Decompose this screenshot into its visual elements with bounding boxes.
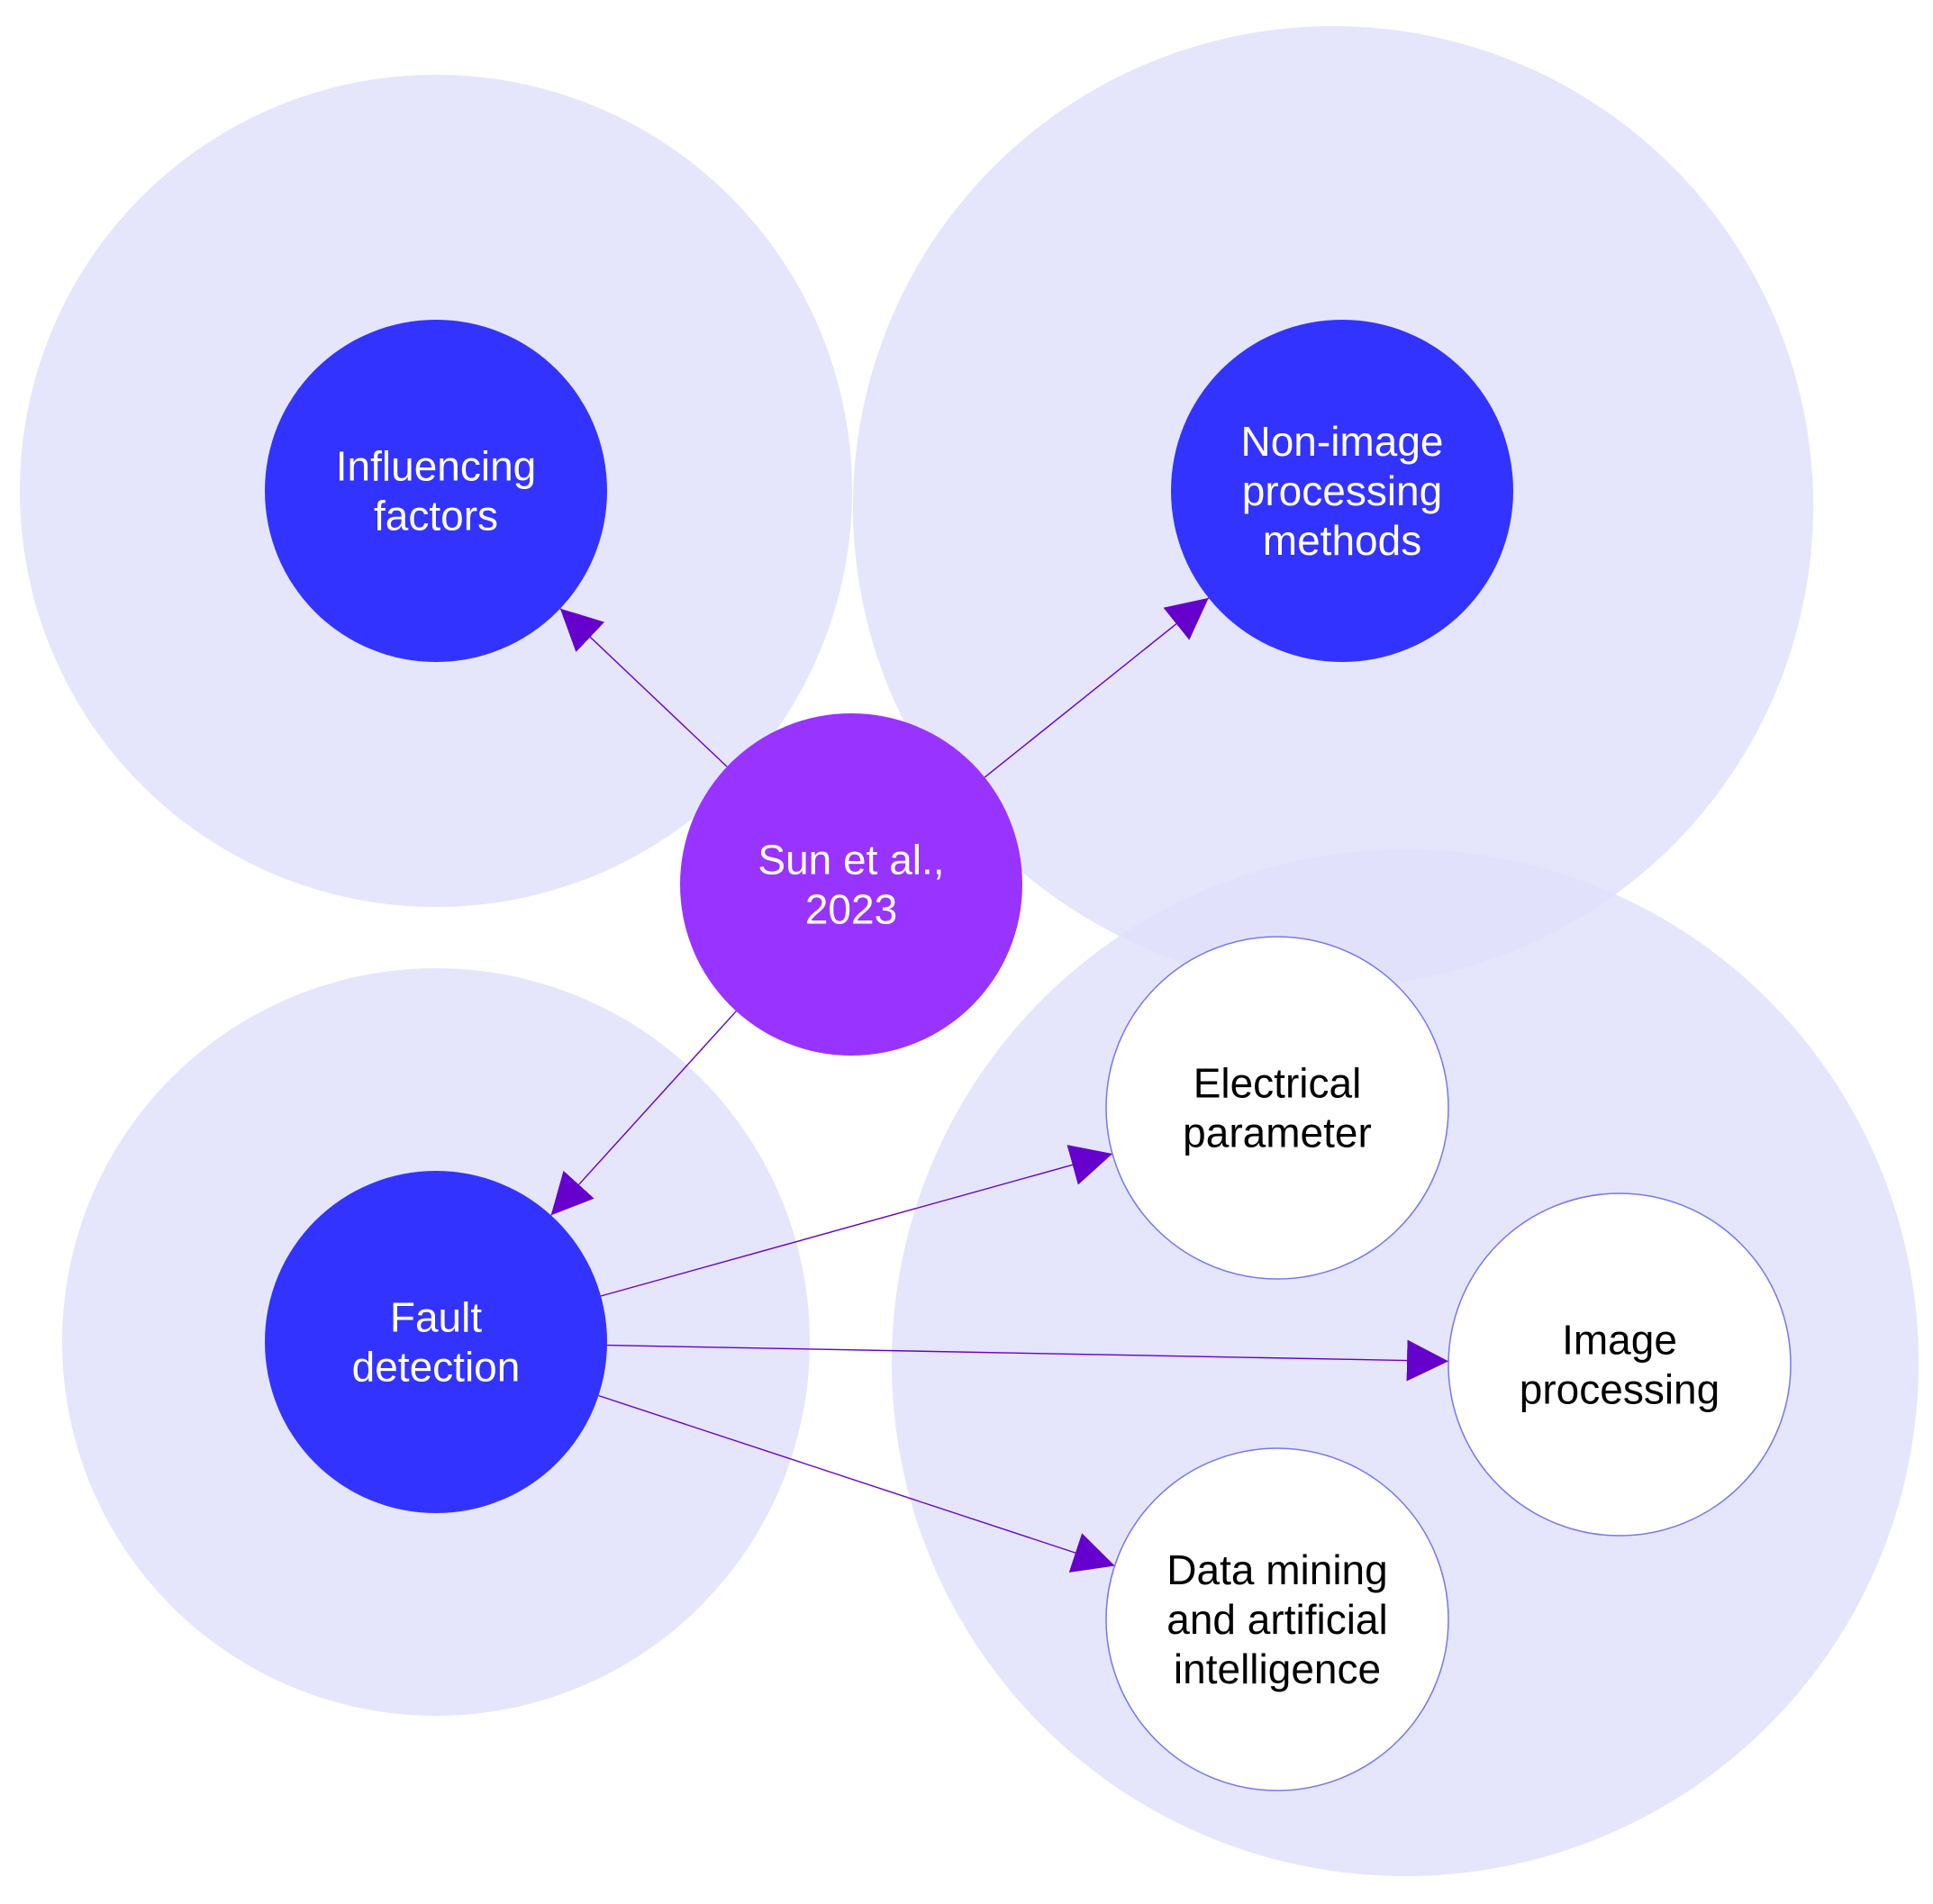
label-line: processing [1242, 467, 1442, 514]
label-line: Image [1562, 1317, 1677, 1364]
node-center-label: Sun et al.,2023 [758, 837, 944, 933]
edge-center-influencing [559, 608, 728, 767]
edge-center-fault [550, 1011, 737, 1216]
label-line: and artificial [1166, 1596, 1387, 1643]
label-line: Non-image [1241, 418, 1444, 465]
label-line: intelligence [1174, 1646, 1381, 1692]
edge-fault-electrical [600, 1145, 1113, 1297]
label-line: methods [1263, 517, 1421, 564]
label-line: parameter [1183, 1110, 1372, 1156]
edge-center-nonimage [984, 597, 1210, 778]
edge-fault-datamining [598, 1394, 1115, 1573]
edge-fault-image [606, 1339, 1449, 1382]
edges [550, 597, 1449, 1573]
label-line: Fault [390, 1294, 482, 1341]
label-line: Data mining [1166, 1546, 1387, 1593]
label-line: Electrical [1193, 1060, 1362, 1107]
label-line: Sun et al., [758, 837, 944, 884]
label-line: processing [1520, 1366, 1720, 1413]
node-center[interactable]: Sun et al.,2023 [680, 713, 1022, 1056]
label-line: factors [374, 493, 498, 539]
label-line: detection [352, 1344, 521, 1391]
label-line: 2023 [805, 886, 897, 933]
label-line: Influencing [336, 443, 537, 490]
